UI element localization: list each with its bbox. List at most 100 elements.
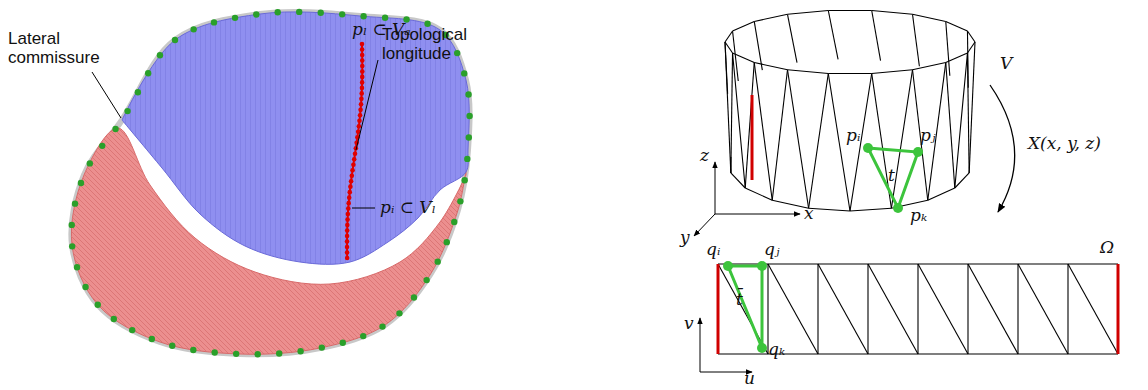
- annulus-point: [340, 339, 346, 345]
- cut-edge: [751, 95, 754, 180]
- param-edge: [967, 264, 968, 354]
- longitude-point: [360, 80, 365, 85]
- annulus-point: [145, 70, 151, 76]
- vertex-label: pₖ: [910, 206, 927, 225]
- annulus-point: [72, 200, 78, 206]
- param-edge: [718, 264, 768, 354]
- cut-edge: [717, 264, 720, 354]
- mesh-edge: [725, 42, 728, 94]
- triangle-t: [868, 148, 918, 208]
- mesh-edge: [946, 21, 950, 75]
- param-edge: [1018, 264, 1068, 354]
- map-label: X(x, y, z): [1028, 134, 1101, 153]
- param-edge: [917, 264, 918, 354]
- mesh-edge: [754, 14, 787, 21]
- mesh-edge: [946, 21, 968, 31]
- vertex-point: [757, 343, 767, 353]
- longitude-point: [360, 69, 365, 74]
- longitude-point: [345, 228, 350, 233]
- part-label: Lateral commissure: [8, 30, 103, 67]
- axis-label: z: [700, 146, 709, 165]
- mesh-edge: [754, 63, 772, 201]
- mesh-edge: [946, 63, 955, 188]
- mesh-edge: [850, 208, 891, 211]
- longitude-point: [357, 124, 362, 129]
- longitude-point: [360, 75, 365, 80]
- longitude-point: [360, 64, 365, 69]
- param-edge: [818, 264, 868, 354]
- mesh-edge: [733, 21, 755, 31]
- mesh-edge: [928, 188, 955, 200]
- longitude-point: [346, 201, 351, 206]
- annulus-point: [454, 50, 460, 56]
- annulus-point: [99, 143, 105, 149]
- longitude-point: [345, 245, 350, 250]
- annulus-point: [74, 264, 80, 270]
- annulus-point: [396, 310, 402, 316]
- mesh-edge: [828, 10, 871, 11]
- vertex-label: qₖ: [768, 340, 785, 359]
- longitude-point: [347, 195, 352, 200]
- leader-line: [352, 208, 375, 209]
- mesh-edge: [913, 14, 920, 66]
- mesh-edge: [788, 10, 829, 14]
- axis-label: y: [680, 228, 690, 247]
- vertex-point: [913, 147, 923, 157]
- mesh-edge: [809, 208, 850, 211]
- annulus-point: [444, 239, 450, 245]
- annulus-point: [254, 351, 260, 357]
- mapping-arrow: [990, 85, 1015, 212]
- annulus-point: [69, 222, 75, 228]
- set-label: pᵢ ⊂ Vₗ: [380, 198, 436, 217]
- mesh-edge: [745, 63, 754, 188]
- axis-label: v: [684, 314, 694, 333]
- mesh-edge: [955, 173, 969, 188]
- annulus-point: [466, 134, 472, 140]
- axis-arrow: [715, 162, 716, 214]
- axis-arrow: [694, 214, 715, 236]
- mesh-edge: [967, 42, 975, 53]
- longitude-point: [345, 256, 350, 261]
- mesh-edge: [967, 31, 975, 42]
- longitude-point: [351, 162, 356, 167]
- annulus-point: [95, 302, 101, 308]
- annulus-point: [379, 323, 385, 329]
- longitude-point: [345, 234, 350, 239]
- annulus-point: [69, 243, 75, 249]
- mesh-edge: [872, 70, 913, 74]
- vertex-point: [723, 261, 733, 271]
- mesh-edge: [809, 74, 829, 209]
- longitude-point: [359, 91, 364, 96]
- mesh-edge: [913, 14, 946, 21]
- annulus-point: [211, 19, 217, 25]
- annulus-point: [124, 108, 130, 114]
- longitude-point: [347, 190, 352, 195]
- longitude-point: [348, 184, 353, 189]
- param-edge: [968, 264, 1018, 354]
- mesh-edge: [891, 70, 912, 209]
- mesh-edge: [872, 10, 913, 14]
- axis-label: u: [744, 369, 755, 388]
- annulus-point: [112, 126, 118, 132]
- annulus-point: [423, 277, 429, 283]
- axis-arrow: [715, 214, 800, 215]
- longitude-point: [353, 151, 358, 156]
- mesh-edge: [913, 63, 946, 70]
- vertex-label: pⱼ: [920, 126, 935, 145]
- domain-label: Ω: [1100, 238, 1114, 257]
- longitude-point: [359, 102, 364, 107]
- longitude-point: [346, 212, 351, 217]
- mesh-edge: [754, 21, 762, 70]
- vertex-label: qⱼ: [764, 240, 779, 259]
- annulus-point: [318, 10, 324, 16]
- longitude-point: [358, 108, 363, 113]
- mesh-edge: [788, 70, 809, 209]
- annulus-point: [211, 349, 217, 355]
- annulus-point: [232, 15, 238, 21]
- longitude-point: [350, 173, 355, 178]
- mesh-edge: [967, 31, 969, 88]
- mesh-edge: [828, 10, 838, 59]
- longitude-point: [349, 179, 354, 184]
- annulus-point: [435, 258, 441, 264]
